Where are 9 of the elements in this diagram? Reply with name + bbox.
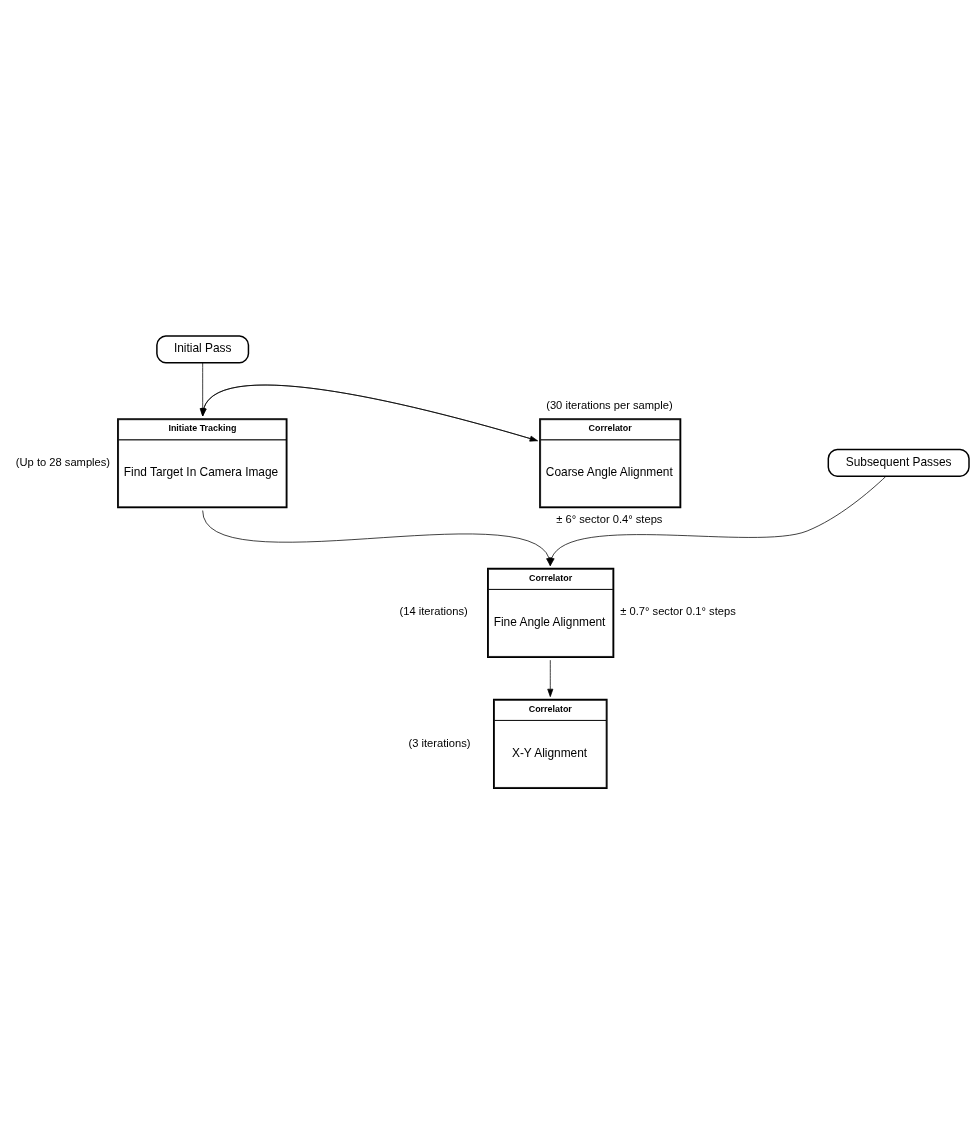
node-label: (3 iterations) — [408, 736, 471, 749]
node-box: Subsequent Passes — [827, 448, 970, 478]
node-label: (30 iterations per sample) — [546, 398, 673, 411]
node-box: Initial Pass — [156, 335, 250, 364]
node-label: (Up to 28 samples) — [15, 455, 111, 468]
node-label: (14 iterations) — [399, 605, 468, 618]
node-label: ± 6° sector 0.4° steps — [556, 513, 663, 526]
node-label: ± 0.7° sector 0.1° steps — [620, 605, 736, 618]
arrow — [547, 659, 554, 697]
